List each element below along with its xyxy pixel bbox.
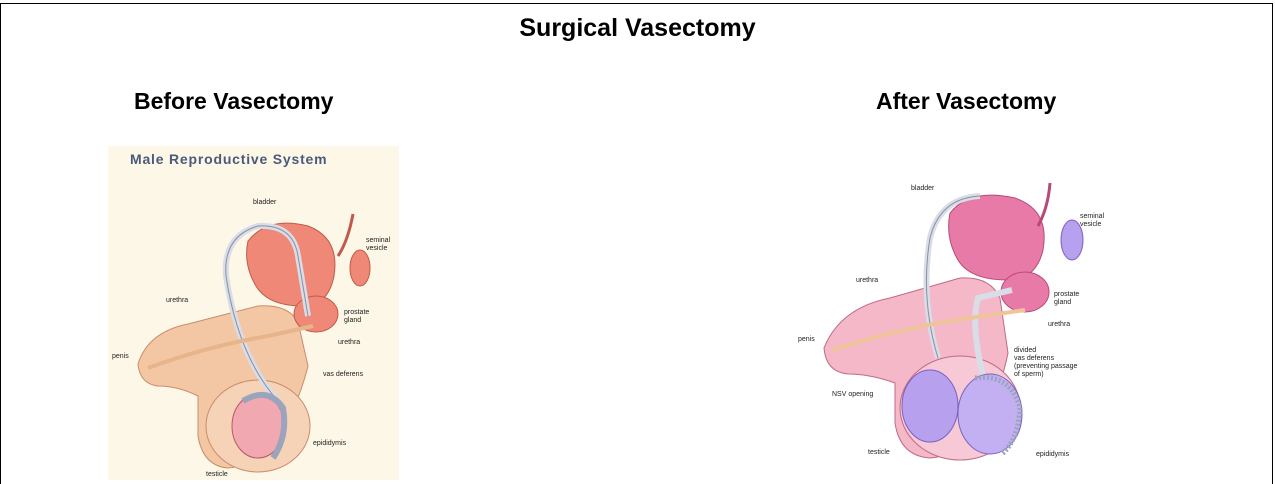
before-label-vas-deferens: vas deferens	[323, 371, 364, 378]
after-heading: After Vasectomy	[876, 88, 1056, 115]
after-label-divided-2: vas deferens	[1014, 355, 1055, 362]
after-label-urethra-top: urethra	[856, 277, 878, 284]
before-illustration: Male Reproductive System bladder seminal…	[108, 146, 399, 480]
after-label-testicle: testicle	[868, 449, 890, 456]
before-label-bladder: bladder	[253, 199, 277, 206]
after-label-divided-4: of sperm)	[1014, 371, 1044, 378]
after-label-epididymis: epididymis	[1036, 451, 1070, 458]
before-label-testicle: testicle	[206, 471, 228, 478]
before-label-urethra-top: urethra	[166, 297, 188, 304]
before-label-urethra: urethra	[338, 339, 360, 346]
before-label-seminal-2: vesicle	[366, 245, 388, 252]
after-label-divided-3: (preventing passage	[1014, 363, 1078, 370]
after-label-prostate-1: prostate	[1054, 291, 1079, 298]
before-label-seminal-1: seminal	[366, 237, 391, 244]
after-label-divided-1: divided	[1014, 347, 1036, 354]
after-label-urethra: urethra	[1048, 321, 1070, 328]
before-diagram: Male Reproductive System bladder seminal…	[108, 146, 399, 480]
before-heading: Before Vasectomy	[134, 88, 333, 115]
after-label-bladder: bladder	[911, 185, 935, 192]
after-label-seminal-1: seminal	[1080, 213, 1105, 220]
after-label-penis: penis	[798, 336, 815, 343]
after-label-seminal-2: vesicle	[1080, 221, 1102, 228]
after-illustration: bladder seminal vesicle urethra prostate…	[780, 178, 1120, 468]
after-label-prostate-2: gland	[1054, 299, 1071, 306]
before-panel-title: Male Reproductive System	[130, 151, 327, 167]
before-label-penis: penis	[112, 353, 129, 360]
before-label-epididymis: epididymis	[313, 440, 347, 447]
before-label-prostate-2: gland	[344, 317, 361, 324]
page-title: Surgical Vasectomy	[0, 14, 1275, 43]
after-label-nsv-opening: NSV opening	[832, 391, 873, 398]
before-label-prostate-1: prostate	[344, 309, 369, 316]
after-diagram: bladder seminal vesicle urethra prostate…	[780, 178, 1120, 468]
